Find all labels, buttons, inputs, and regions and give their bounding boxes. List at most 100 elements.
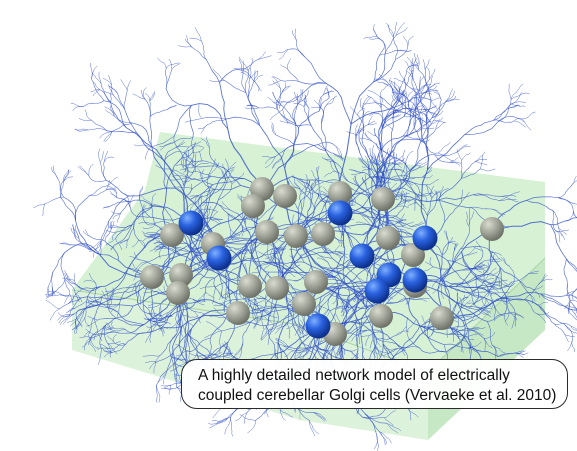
dendrite-branch [218, 183, 233, 201]
dendrite-branch [293, 103, 305, 107]
dendrite-branch [110, 221, 115, 230]
dendrite-branch [321, 266, 347, 269]
dendrite-branch [83, 100, 105, 107]
dendrite-branch [130, 199, 153, 207]
dendrite-branch [337, 224, 343, 235]
dendrite-branch [265, 254, 275, 259]
dendrite-branch [375, 346, 378, 361]
dendrite-branch [169, 333, 178, 357]
dendrite-branch [157, 57, 167, 69]
dendrite-branch [371, 144, 374, 161]
dendrite-branch [383, 171, 385, 183]
dendrite-branch [487, 286, 493, 296]
dendrite-branch [139, 185, 144, 200]
dendrite-branch [499, 267, 520, 282]
dendrite-branch [103, 100, 127, 128]
dendrite-branch [72, 105, 85, 111]
dendrite-branch [369, 181, 379, 197]
dendrite-branch [487, 321, 493, 346]
dendrite-branch [88, 300, 100, 303]
dendrite-branch [309, 420, 316, 437]
dendrite-branch [201, 40, 207, 60]
dendrite-branch [375, 345, 388, 353]
dendrite-branch [342, 232, 345, 248]
dendrite-branch [398, 86, 401, 96]
dendrite-branch [236, 277, 239, 302]
dendrite-branch [392, 154, 395, 166]
dendrite-branch [401, 169, 417, 185]
dendrite-branch [345, 229, 350, 239]
dendrite-branch [202, 117, 227, 120]
dendrite-branch [186, 35, 192, 48]
dendrite-branch [392, 103, 398, 120]
dendrite-branch [111, 211, 121, 215]
dendrite-branch [300, 99, 310, 109]
dendrite-branch [570, 288, 577, 296]
dendrite-branch [455, 291, 458, 307]
dendrite-branch [250, 307, 264, 312]
dendrite-branch [248, 297, 266, 302]
dendrite-branch [403, 295, 408, 305]
dendrite-branch [84, 109, 92, 121]
dendrite-branch [101, 269, 128, 297]
dendrite-branch [105, 327, 114, 331]
dendrite-branch [145, 92, 151, 101]
dendrite-branch [351, 172, 364, 175]
dendrite-branch [348, 181, 376, 198]
dendrite-branch [73, 288, 83, 298]
dendrite-branch [558, 185, 572, 198]
dendrite-branch [438, 198, 446, 222]
dendrite-branch [296, 40, 306, 58]
dendrite-branch [73, 273, 75, 282]
dendrite-branch [310, 125, 327, 151]
dendrite-branch [460, 299, 471, 309]
dendrite-branch [404, 179, 421, 193]
golgi-cell-somata [140, 177, 504, 346]
dendrite-branch [223, 349, 230, 357]
dendrite-branch [280, 114, 292, 124]
dendrite-branch [464, 121, 499, 135]
dendrite-branch [204, 330, 222, 339]
dendrite-branch [210, 341, 229, 358]
dendrite-branch [291, 214, 295, 226]
dendrite-branch [425, 66, 430, 80]
dendrite-branch [228, 161, 237, 170]
dendrite-branch [410, 221, 423, 227]
dendrite-branch [172, 175, 188, 178]
dendrite-branch [564, 334, 570, 343]
dendrite-branch [468, 207, 471, 227]
dendrite-branch [317, 166, 320, 183]
dendrite-branch [221, 170, 228, 183]
dendrite-branch [259, 125, 286, 169]
dendrite-branch [386, 423, 399, 434]
dendrite-branch [82, 230, 91, 237]
dendrite-branch [405, 109, 417, 137]
dendrite-branch [199, 354, 212, 356]
dendrite-branch [432, 110, 443, 122]
dendrite-branch [466, 252, 478, 256]
dendrite-branch [254, 248, 273, 260]
dendrite-branch [300, 178, 307, 191]
dendrite-branch [367, 122, 377, 126]
dendrite-branch [126, 282, 137, 289]
dendrite-branch [114, 287, 130, 292]
dendrite-branch [337, 280, 345, 295]
dendrite-branch [138, 239, 146, 248]
dendrite-branch [427, 198, 433, 216]
dendrite-branch [218, 290, 223, 301]
dendrite-branch [105, 230, 117, 233]
dendrite-branch [419, 325, 445, 346]
dendrite-branch [474, 275, 490, 284]
dendrite-branch [430, 185, 434, 199]
dendrite-branch [353, 201, 375, 221]
dendrite-branch [59, 180, 65, 198]
dendrite-branch [113, 94, 125, 110]
dendrite-branch [390, 288, 404, 296]
dendrite-branch [272, 158, 282, 168]
dendrite-branch [86, 298, 100, 303]
dendrite-branch [398, 90, 407, 96]
dendrite-branch [257, 261, 270, 273]
dendrite-branch [366, 155, 380, 165]
dendrite-branch [362, 107, 365, 118]
dendrite-branch [362, 416, 385, 419]
